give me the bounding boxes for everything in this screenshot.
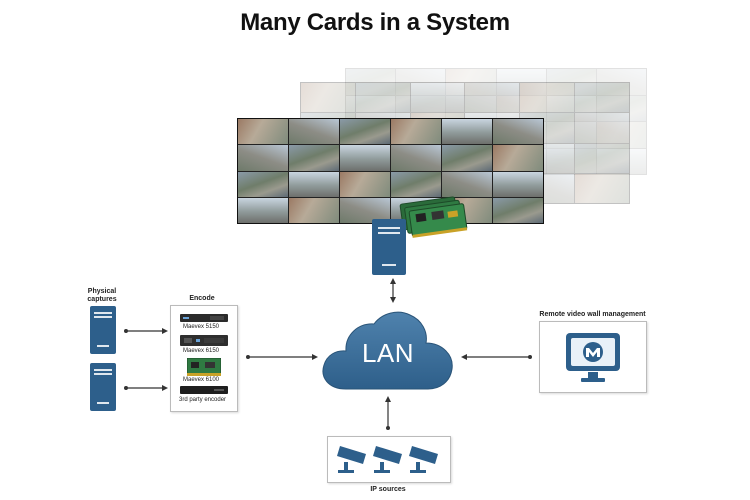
capture-card-icon (399, 196, 468, 238)
remote-management-panel (539, 321, 647, 393)
cloud-icon (322, 311, 453, 390)
encode-label: Encode (189, 295, 215, 302)
camera-icon (409, 446, 438, 473)
page-title: Many Cards in a System (240, 9, 510, 36)
server-icon (90, 306, 116, 354)
remote-management-label: Remote video wall management (539, 311, 646, 318)
ip-sources-label: IP sources (370, 486, 406, 493)
encoder-icon (180, 386, 228, 394)
physical-captures-label: Physical captures (87, 288, 117, 303)
server-icon (372, 219, 406, 275)
server-icon (90, 363, 116, 411)
encoder-label: Maevex 6100 (183, 377, 220, 383)
encoder-label: Maevex 5150 (183, 324, 220, 330)
encode-panel: Maevex 5150 Maevex 6150 Maevex 6100 3rd … (170, 305, 238, 412)
lan-label: LAN (361, 338, 415, 368)
encoder-label: 3rd party encoder (179, 397, 227, 403)
encoder-icon (180, 335, 228, 346)
encoder-label: Maevex 6150 (183, 348, 220, 354)
camera-icon (373, 446, 402, 473)
encoder-icon (180, 314, 228, 322)
camera-icon (337, 446, 366, 473)
monitor-icon (566, 333, 620, 382)
ip-sources-panel (327, 436, 451, 483)
encoder-icon (187, 358, 221, 376)
